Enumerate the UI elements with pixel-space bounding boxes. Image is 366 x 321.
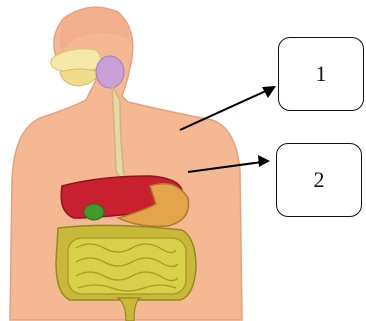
label-2-text: 2: [314, 167, 325, 193]
label-box-2: 2: [276, 143, 362, 217]
label-box-1: 1: [278, 37, 364, 111]
salivary-gland: [96, 56, 124, 88]
arrow-1: [180, 86, 276, 130]
small-intestine: [68, 238, 186, 294]
label-1-text: 1: [316, 61, 327, 87]
gallbladder: [84, 204, 104, 220]
tongue: [60, 69, 98, 86]
